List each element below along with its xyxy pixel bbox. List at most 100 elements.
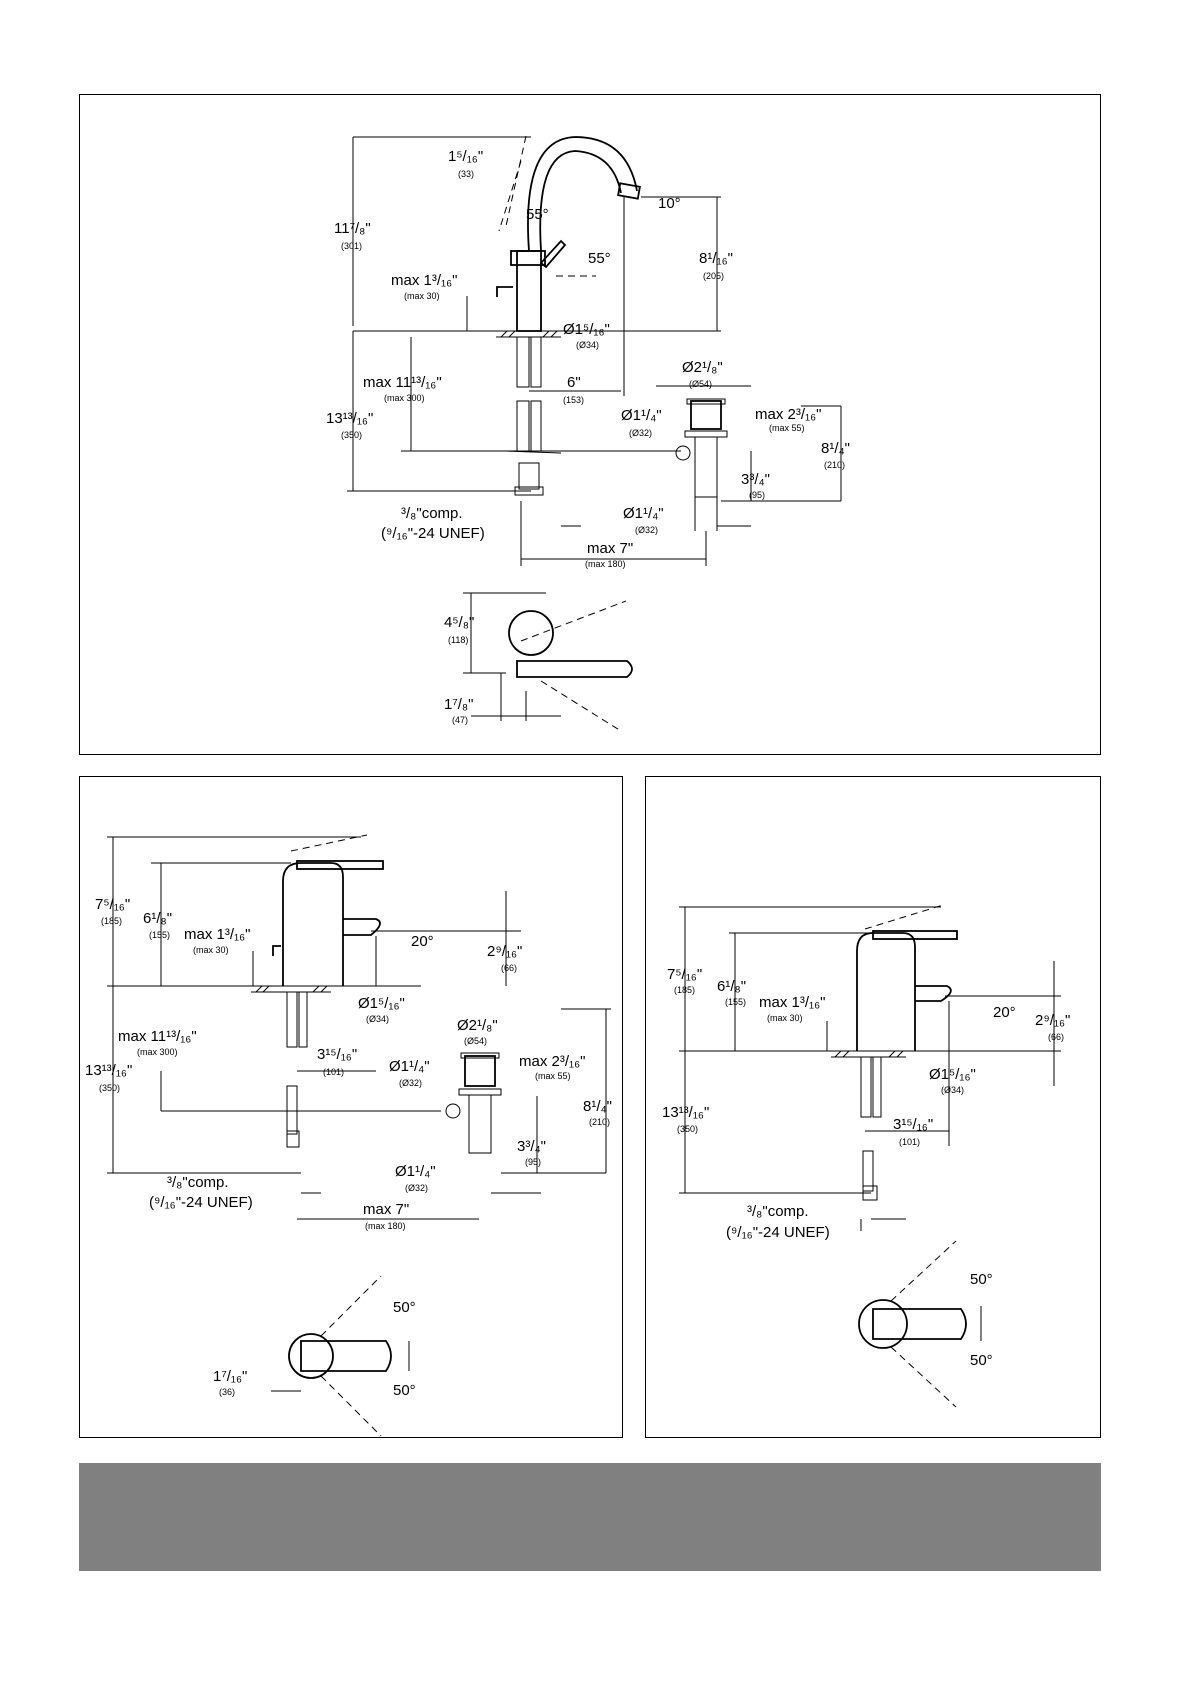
lever-handle (872, 930, 958, 940)
angle-label: 55° (588, 250, 611, 267)
dim-max-reach: max 7" (363, 1201, 409, 1218)
dim-drain-top-dia-mm: (Ø54) (689, 379, 712, 389)
angle-label: 20° (993, 1004, 1016, 1021)
dim-deck-max-mm: (max 30) (404, 291, 440, 301)
dim-reach-mm: (101) (323, 1067, 344, 1077)
dim-reach: 3¹⁵/₁₆" (893, 1116, 933, 1133)
dim-deck-max: max 1³/₁₆" (759, 994, 825, 1011)
dim-max-reach-mm: (max 180) (585, 559, 626, 569)
dim-drain-h: 8¹/₄" (583, 1098, 612, 1115)
dim-total-below-mm: (350) (99, 1083, 120, 1093)
dim-drain-top-dia: Ø2¹/₈" (457, 1017, 498, 1034)
dim-deck-max: max 1³/₁₆" (184, 926, 250, 943)
dim-reach-mm: (153) (563, 395, 584, 405)
dim-drain-low: 3³/₄" (741, 471, 770, 488)
dim-reach: 6" (567, 374, 581, 391)
dim-plan-w-mm: (36) (219, 1387, 235, 1397)
dim-max-reach-mm: (max 180) (365, 1221, 406, 1231)
dim-total-below-mm: (350) (341, 430, 362, 440)
dim-hole-dia-mm: (Ø34) (941, 1085, 964, 1095)
dim-total-below: 13¹³/₁₆" (662, 1104, 709, 1121)
faucet-body (282, 862, 344, 986)
dim-plan-h: 4⁵/₈" (444, 614, 474, 631)
dim-h1-mm: (185) (674, 985, 695, 995)
dim-h2-mm: (155) (149, 930, 170, 940)
rotation-angle: 50° (970, 1271, 993, 1288)
dim-tail-dia: Ø1¹/₄" (623, 505, 664, 522)
dim-unef: (⁹/₁₆"-24 UNEF) (149, 1194, 253, 1211)
faucet-drawing: 7⁵/₁₆" (185) 6¹/₈" (155) max 1³/₁₆" (max… (662, 904, 1070, 1408)
angle-label: 55° (526, 206, 549, 223)
dim-tail-dia: Ø1¹/₄" (395, 1163, 436, 1180)
dim-hole-dia: Ø1⁵/₁₆" (563, 321, 610, 338)
dim-drain-dia-mm: (Ø32) (629, 428, 652, 438)
plan-view (858, 1240, 982, 1408)
dim-drain-low-mm: (95) (525, 1157, 541, 1167)
dim-below-max-mm: (max 300) (137, 1047, 178, 1057)
panel-bottom-left-drain-faucet: 7⁵/₁₆" (185) 6¹/₈" (155) max 1³/₁₆" (max… (79, 776, 623, 1438)
dim-hole-dia-mm: (Ø34) (576, 340, 599, 350)
dim-h2: 6¹/₈" (717, 978, 746, 995)
plan-view (463, 592, 633, 732)
dim-below-max: max 11¹³/₁₆" (118, 1028, 197, 1045)
dimension-lines (107, 836, 611, 1220)
dim-h2: 6¹/₈" (143, 910, 172, 927)
dim-reach-mm: (101) (899, 1137, 920, 1147)
dim-comp: ³/₈"comp. (747, 1203, 809, 1220)
dim-spout-h: 2⁹/₁₆" (1035, 1012, 1070, 1029)
lever-handle (539, 239, 567, 269)
dim-drain-top-dia: Ø2¹/₈" (682, 359, 723, 376)
lever-handle (296, 860, 384, 870)
dim-deck-max-mm: (max 30) (193, 945, 229, 955)
dim-drain-max-mm: (max 55) (769, 423, 805, 433)
dim-total-below-mm: (350) (677, 1124, 698, 1134)
dim-spout-h: 2⁹/₁₆" (487, 943, 522, 960)
dim-height-mm: (301) (341, 241, 362, 251)
dim-drain-h-mm: (210) (824, 460, 845, 470)
panel-top-high-spout: 1⁵/₁₆" (33) 55° 55° 10° 11⁷/₈" (301) 8¹/… (79, 94, 1101, 755)
high-spout-drawing: 1⁵/₁₆" (33) 55° 55° 10° 11⁷/₈" (301) 8¹/… (326, 135, 850, 732)
footer-gray-bar (79, 1463, 1101, 1571)
dim-hole-dia: Ø1⁵/₁₆" (929, 1066, 976, 1083)
dim-below-max-mm: (max 300) (384, 393, 425, 403)
dim-h1: 7⁵/₁₆" (95, 896, 130, 913)
dim-height: 11⁷/₈" (334, 220, 371, 237)
rotation-angle: 50° (970, 1352, 993, 1369)
dim-deck-max: max 1³/₁₆" (391, 272, 457, 289)
drain-faucet-drawing: 7⁵/₁₆" (185) 6¹/₈" (155) max 1³/₁₆" (max… (85, 834, 612, 1437)
dimension-lines (679, 906, 1061, 1231)
plan-view (271, 1275, 410, 1437)
dim-hole-dia-mm: (Ø34) (366, 1014, 389, 1024)
pop-up-drain (675, 398, 728, 531)
dim-hole-dia: Ø1⁵/₁₆" (358, 995, 405, 1012)
dim-h1: 7⁵/₁₆" (667, 966, 702, 983)
dim-unef: (⁹/₁₆"-24 UNEF) (726, 1224, 830, 1241)
spout (343, 918, 381, 936)
dim-total-below: 13¹³/₁₆" (326, 410, 373, 427)
spout-arc (527, 136, 638, 252)
spout (915, 985, 952, 1002)
dim-h1-mm: (185) (101, 916, 122, 926)
rotation-angle: 50° (393, 1299, 416, 1316)
dim-spout-height: 8¹/₁₆" (699, 250, 733, 267)
panel-bottom-right-faucet: 7⁵/₁₆" (185) 6¹/₈" (155) max 1³/₁₆" (max… (645, 776, 1101, 1438)
dim-h2-mm: (155) (725, 997, 746, 1007)
rotation-angle: 50° (393, 1382, 416, 1399)
dim-drain-h: 8¹/₄" (821, 440, 850, 457)
dim-total-below: 13¹³/₁₆" (85, 1062, 132, 1079)
faucet-body (516, 250, 542, 332)
dim-drain-h-mm: (210) (589, 1117, 610, 1127)
dim-max-reach: max 7" (587, 540, 633, 557)
dim-plan-w: 1⁷/₈" (444, 696, 473, 713)
dim-spout-h-mm: (66) (1048, 1032, 1064, 1042)
dim-spout-offset-mm: (33) (458, 169, 474, 179)
dim-drain-max: max 2³/₁₆" (519, 1053, 585, 1070)
dim-comp: ³/₈"comp. (401, 505, 463, 522)
dim-drain-max: max 2³/₁₆" (755, 406, 821, 423)
dim-spout-offset: 1⁵/₁₆" (448, 148, 483, 165)
dim-drain-low-mm: (95) (749, 490, 765, 500)
faucet-body (856, 932, 916, 1051)
dim-tail-dia-mm: (Ø32) (635, 525, 658, 535)
dim-deck-max-mm: (max 30) (767, 1013, 803, 1023)
angle-label: 10° (658, 195, 681, 212)
